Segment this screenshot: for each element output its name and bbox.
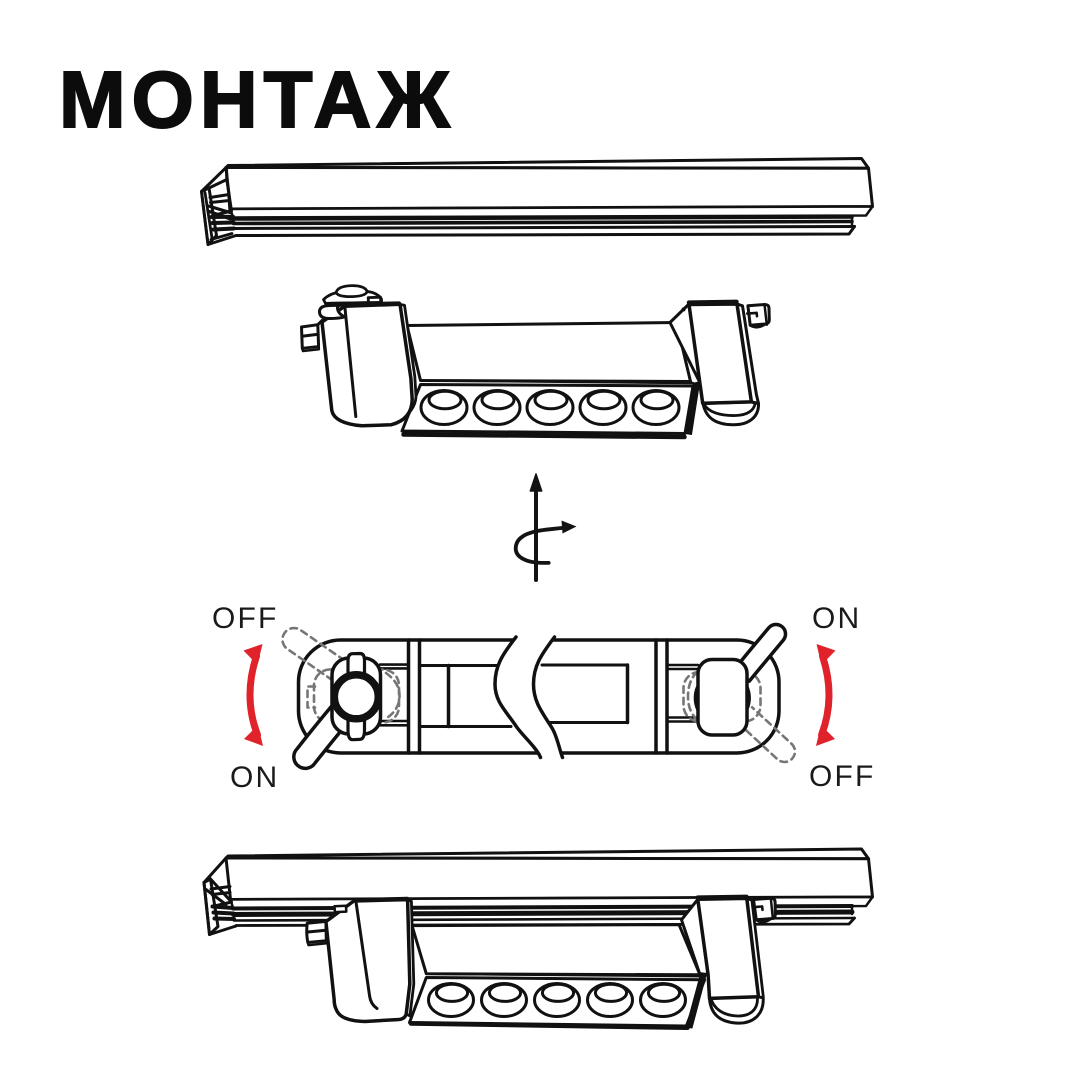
svg-text:OFF: OFF xyxy=(212,602,279,635)
svg-text:OFF: OFF xyxy=(809,760,876,793)
svg-text:ON: ON xyxy=(230,761,279,794)
svg-text:ON: ON xyxy=(812,602,861,635)
